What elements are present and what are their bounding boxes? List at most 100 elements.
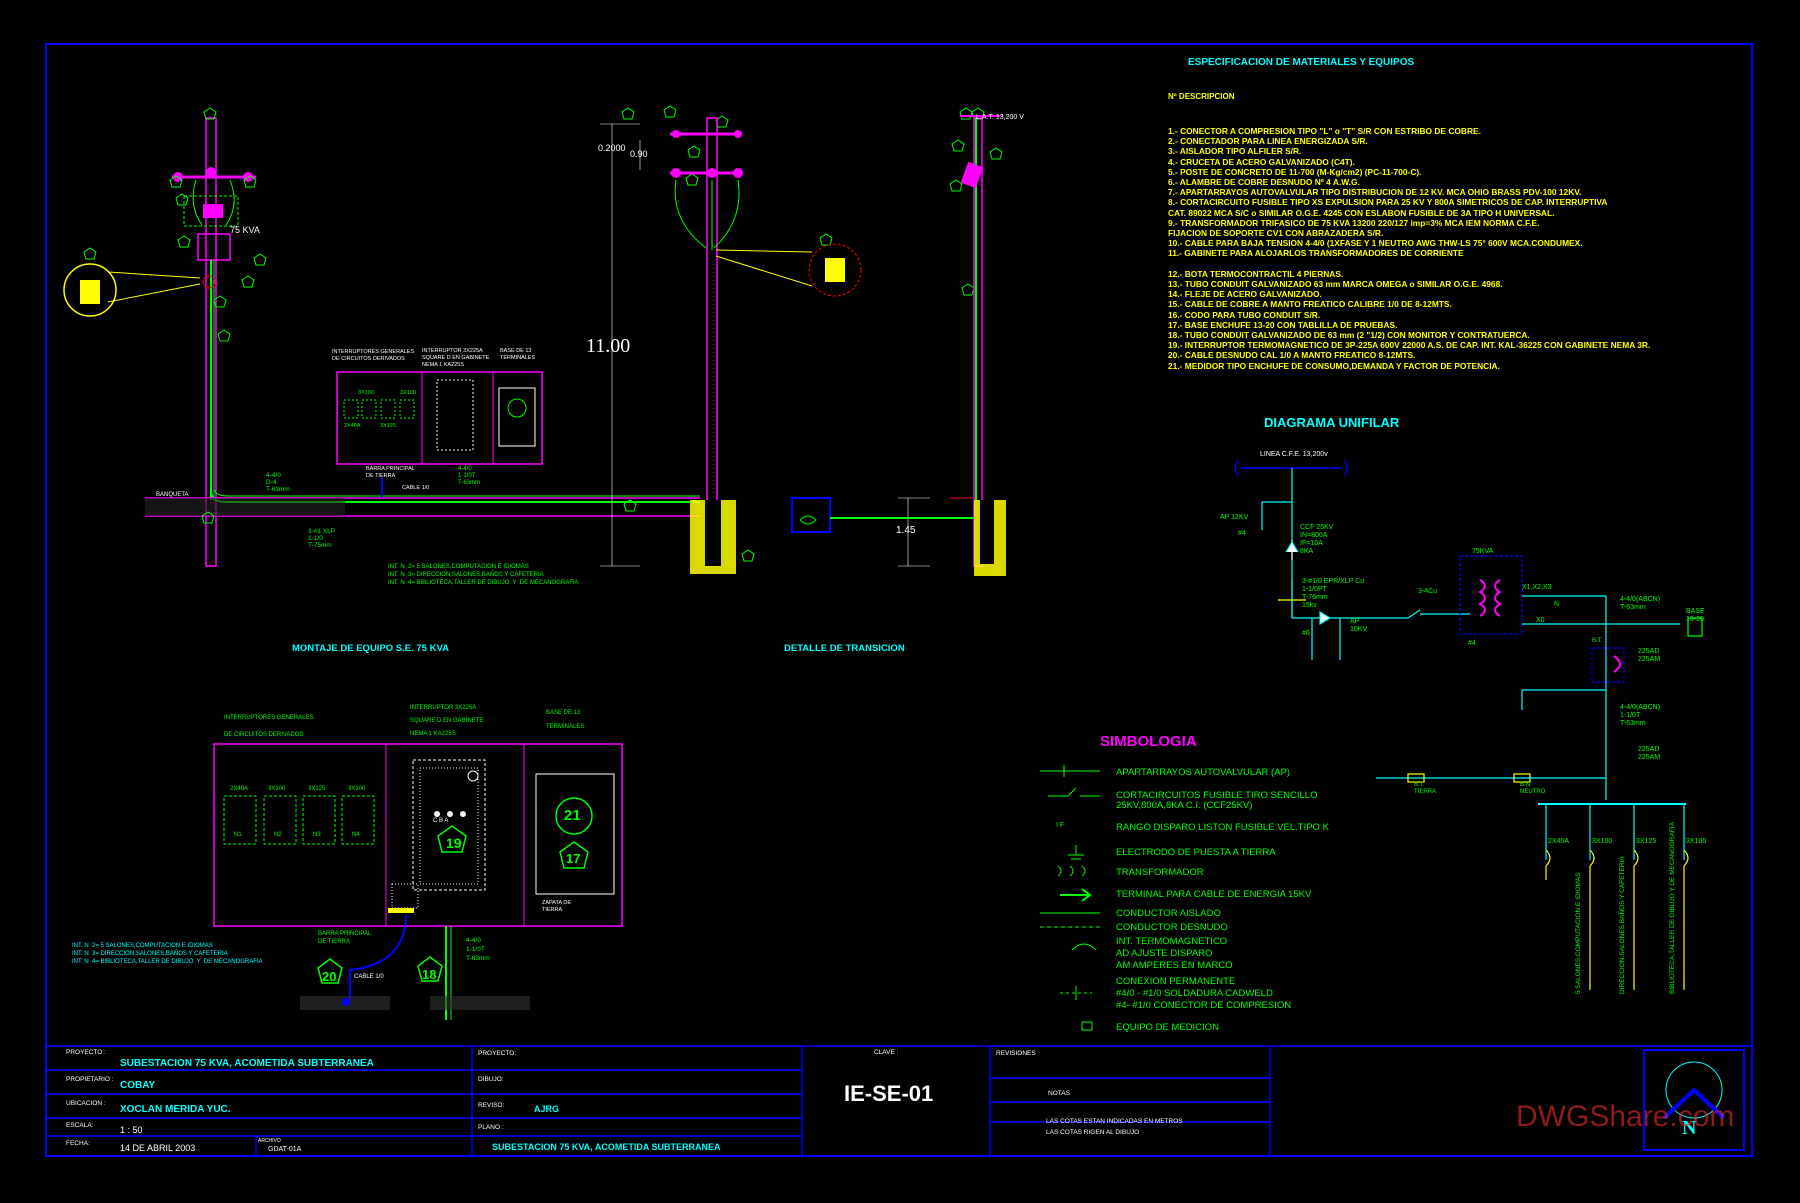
spec-item: 11.- GABINETE PARA ALOJARLOS TRANSFORMAD… <box>1168 248 1464 259</box>
tb-notas-label: NOTAS <box>1048 1090 1070 1097</box>
spec-item: FIJACION DE SOPORTE CV1 CON ABRAZADERA S… <box>1168 228 1384 239</box>
unifilar-f4: #4 <box>1238 530 1246 537</box>
simbologia-item: RANGO DISPARO LISTON FUSIBLE VEL.TIPO K <box>1116 822 1329 833</box>
spec-item: 1.- CONECTOR A COMPRESION TIPO "L" o "T"… <box>1168 126 1481 136</box>
detail-breaker-id-2: N2 <box>274 832 282 838</box>
unifilar-base: BASE 13-20 <box>1686 608 1705 623</box>
montaje-base-label: BASE DE 13 TERMINALES <box>500 348 536 361</box>
spec-item: 7.- APARTARRAYOS AUTOVALVULAR TIPO DISTR… <box>1168 187 1582 198</box>
title-block-lines <box>45 1045 1753 1157</box>
montaje-cond-b: 3-#1 XLP 1-1/0 T-75mm <box>308 528 336 549</box>
simbologia-item: TRANSFORMADOR <box>1116 867 1204 878</box>
unifilar-bt: B.T. <box>1592 638 1603 644</box>
detail-zapata: ZAPATA DE TIERRA <box>542 900 572 913</box>
tb-reviso: AJRG <box>534 1104 560 1114</box>
spec-item: 19.- INTERRUPTOR TERMOMAGNETICO DE 3P-22… <box>1168 340 1651 351</box>
detail-barra: BARRA PRINCIPAL DE TIERRA <box>318 931 372 945</box>
detail-int-notes: INT. N 2= 5 SALONES,COMPUTACION E IDIOMA… <box>72 943 263 965</box>
unifilar-neutro: B.N. NEUTRO <box>1520 782 1546 795</box>
spec-list: 1.- CONECTOR A COMPRESION TIPO "L" o "T"… <box>1168 126 1650 371</box>
simbologia-if: I F <box>1056 822 1065 829</box>
spec-title: ESPECIFICACION DE MATERIALES Y EQUIPOS <box>1188 57 1415 68</box>
spec-item: 6.- ALAMBRE DE COBRE DESNUDO Nº 4 A.W.G. <box>1168 177 1360 188</box>
detail-breaker-3: 3X125 <box>308 786 326 792</box>
montaje-kva: 75 KVA <box>230 225 260 235</box>
middle-pole-assembly <box>600 117 862 574</box>
unifilar-branch-3: 3X125 <box>1636 838 1657 845</box>
spec-item: 17.- BASE ENCHUFE 13-20 CON TABLILLA DE … <box>1168 319 1398 330</box>
unifilar-tierra: B.T. TIERRA <box>1414 782 1437 795</box>
tb-notas: LAS COTAS ESTAN INDICADAS EN METROS LAS … <box>1046 1118 1183 1136</box>
spec-item <box>1168 259 1650 269</box>
tb-ubicacion-label: UBICACION : <box>66 1100 106 1107</box>
unifilar-main-breaker: 225AD 225AM <box>1638 746 1661 761</box>
simbologia-item: EQUIPO DE MEDICION <box>1116 1022 1219 1033</box>
unifilar-cond1: 4-4/0(ABCN) T-63mm <box>1620 596 1661 611</box>
montaje-title: MONTAJE DE EQUIPO S.E. 75 KVA <box>292 643 449 654</box>
montaje-int-label: INTERRUPTOR 3X225A SQUARE D EN GABINETE … <box>422 348 490 368</box>
detail-breaker-id-3: N3 <box>313 832 321 838</box>
detail-breaker-4: 3X100 <box>348 786 366 792</box>
unifilar-f6: #6 <box>1302 630 1310 637</box>
unifilar-trafo: 75KVA <box>1472 548 1494 555</box>
unifilar-n: N <box>1554 601 1560 608</box>
spec-item: 20.- CABLE DESNUDO CAL 1/0 A MANTO FREAT… <box>1168 350 1416 361</box>
unifilar-branch-label-3: BIBLIOTECA,TALLER DE DIBUJO Y DE MECANOG… <box>1669 822 1676 994</box>
spec-item: 2.- CONECTADOR PARA LINEA ENERGIZADA S/R… <box>1168 136 1368 147</box>
montaje-breaker-3: 2X40A <box>344 423 361 429</box>
detail-n18: 18 <box>422 967 437 982</box>
unifilar-ap10: AP 10KV <box>1350 618 1368 633</box>
spec-item: 21.- MEDIDOR TIPO ENCHUFE DE CONSUMO,DEM… <box>1168 360 1500 371</box>
detail-n17: 17 <box>566 851 581 866</box>
montaje-cond-a: 4-4/0 D-4 T-63mm <box>266 472 290 493</box>
montaje-dim-090: 0.90 <box>630 149 648 159</box>
simbologia-item: TERMINAL PARA CABLE DE ENERGIA 15KV <box>1116 889 1312 900</box>
montaje-banqueta: BANQUETA <box>156 492 189 498</box>
detail-breaker-2: 3X100 <box>268 786 286 792</box>
montaje-panel-labels: INTERRUPTORES GENERALES DE CIRCUITOS DER… <box>332 349 415 362</box>
simbologia-item: #4- #1/0 CONECTOR DE COMPRESION <box>1116 1000 1292 1011</box>
tb-clave-label: CLAVE : <box>874 1049 899 1056</box>
spec-header: Nº DESCRIPCION <box>1168 92 1235 101</box>
tb-north-label: N <box>1682 1117 1697 1139</box>
spec-item: 13.- TUBO CONDUIT GALVANIZADO 63 mm MARC… <box>1168 279 1503 290</box>
tb-plano-label: PLANO : <box>478 1124 504 1131</box>
unifilar-f4b: #4 <box>1468 640 1476 647</box>
upper-panel-box <box>336 371 543 465</box>
detail-int-label: INTERRUPTOR 3X225A SQUARE D EN GABINETE … <box>410 705 484 737</box>
spec-item: 14.- FLEJE DE ACERO GALVANIZADO. <box>1168 289 1322 300</box>
symbology-glyphs <box>1040 765 1100 1031</box>
spec-item: 9.- TRANSFORMADOR TRIFASICO DE 75 KVA 13… <box>1168 217 1540 228</box>
tb-proyecto2-label: PROYECTO: <box>478 1050 517 1057</box>
tb-revisiones-label: REVISIONES <box>996 1050 1036 1057</box>
spec-item: 18.- TUBO CONDUIT GALVANIZADO DE 63 mm (… <box>1168 330 1530 341</box>
montaje-lat: L.A.T. 13,200 V <box>976 114 1024 121</box>
spec-item: 5.- POSTE DE CONCRETO DE 11-700 (M-Kg/cm… <box>1168 166 1422 177</box>
montaje-barra: BARRA PRINCIPAL DE TIERRA <box>366 466 415 479</box>
tb-propietario-label: PROPIETARIO : <box>66 1076 114 1083</box>
unifilar-cable: 3-#1/0 EPR/XLP Cu 1-1/0PT T-76mm 15kv <box>1302 578 1365 609</box>
simbologia-item: CONDUCTOR AISLADO <box>1116 908 1221 919</box>
spec-item: 10.- CABLE PARA BAJA TENSION 4-4/0 (1XFA… <box>1168 238 1583 249</box>
tb-archivo: GDAT-01A <box>268 1146 302 1153</box>
montaje-cond-small: 4-4/0 1-1/0T T-63mm <box>458 466 481 486</box>
unifilar-ap: AP 12KV <box>1220 514 1249 521</box>
simbologia-item: APARTARRAYOS AUTOVALVULAR (AP) <box>1116 767 1291 778</box>
montaje-int-notes: INT. N 2= 5 SALONES,COMPUTACION E IDIOMA… <box>388 564 579 586</box>
detail-base-label: BASE DE 13 TERMINALES <box>546 710 585 730</box>
spec-item: 3.- AISLADOR TIPO ALFILER S/R. <box>1168 146 1302 157</box>
detail-cba: C B A <box>433 818 449 824</box>
single-line-diagram <box>1234 459 1703 990</box>
unifilar-xs: X1,X2,X3 <box>1522 584 1552 591</box>
unifilar-cond2: 4-4/0(ABCN) 1-1/0T T-63mm <box>1620 704 1661 727</box>
detail-breaker-1: 2X40A <box>230 786 249 792</box>
simbologia-item: CONDUCTOR DESNUDO <box>1116 922 1228 933</box>
spec-item: CAT. 89022 MCA S/C o SIMILAR O.G.E. 4245… <box>1168 207 1555 218</box>
detail-cable10: CABLE 1/0 <box>354 974 384 980</box>
unifilar-breaker: 225AD 225AM <box>1638 648 1661 663</box>
detail-n19: 19 <box>446 835 462 851</box>
tb-escala: 1 : 50 <box>120 1125 143 1135</box>
unifilar-branch-4: 3X100 <box>1686 838 1707 845</box>
tb-proyecto: SUBESTACION 75 KVA, ACOMETIDA SUBTERRANE… <box>120 1058 374 1069</box>
